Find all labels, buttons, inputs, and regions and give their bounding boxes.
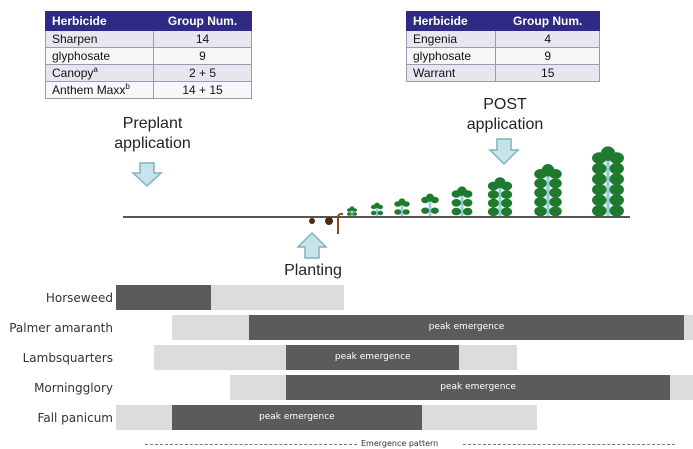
emergence-pattern-label: Emergence pattern <box>361 439 439 448</box>
plant-icon <box>592 146 624 217</box>
weed-label: Lambsquarters <box>22 351 113 365</box>
plant-icon <box>487 177 513 217</box>
crop-growth-stages <box>347 146 624 217</box>
herbicide-name: Warrant <box>405 64 497 82</box>
table-row: glyphosate 9 <box>405 47 600 65</box>
peak-emergence-label: peak emergence <box>334 352 411 362</box>
peak-emergence-bar <box>116 285 212 310</box>
dashed-line-left <box>145 444 357 445</box>
peak-emergence-bar: peak emergence <box>248 315 685 340</box>
group-number: 14 + 15 <box>153 81 252 99</box>
weed-label: Fall panicum <box>37 411 113 425</box>
post-down-arrow-icon <box>488 138 520 166</box>
preplant-down-arrow-icon <box>131 162 163 188</box>
post-application-label: POST application <box>466 96 544 133</box>
preplant-herbicide-table: Herbicide Group Num. Sharpen 14 glyphosa… <box>44 11 252 99</box>
weed-label: Horseweed <box>45 291 113 305</box>
planting-up-arrow-icon <box>296 231 328 259</box>
seed-icon <box>325 217 333 225</box>
peak-emergence-label: peak emergence <box>440 382 516 392</box>
plant-icon <box>347 206 357 216</box>
crop-timeline-illustration <box>123 138 630 259</box>
herbicide-name: Canopya <box>44 64 155 82</box>
plant-icon <box>421 193 439 216</box>
dashed-line-right <box>463 444 675 445</box>
group-number-column-header: Group Num. <box>495 11 600 31</box>
herbicide-column-header: Herbicide <box>44 11 155 31</box>
table-header-row: Herbicide Group Num. <box>405 11 600 31</box>
herbicide-name: Anthem Maxxb <box>44 81 155 99</box>
group-number-column-header: Group Num. <box>153 11 252 31</box>
plant-icon <box>370 202 384 216</box>
group-number: 9 <box>153 47 252 65</box>
seed-icon <box>309 218 315 224</box>
peak-emergence-bar: peak emergence <box>286 375 670 400</box>
weed-label: Morningglory <box>34 381 113 395</box>
herbicide-name: glyphosate <box>44 47 155 65</box>
footnote-marker: a <box>93 65 98 74</box>
peak-emergence-bar: peak emergence <box>286 345 460 370</box>
plant-icon <box>534 164 562 217</box>
peak-emergence-label: peak emergence <box>428 322 505 332</box>
planting-label: Planting <box>284 262 342 279</box>
group-number: 15 <box>495 64 600 82</box>
peak-emergence-bar: peak emergence <box>171 405 422 430</box>
table-row: Canopya 2 + 5 <box>44 64 252 82</box>
sprout-icon <box>337 212 344 234</box>
herbicide-name: glyphosate <box>405 47 497 65</box>
footnote-marker: b <box>125 82 130 91</box>
plant-icon <box>451 186 473 216</box>
herbicide-column-header: Herbicide <box>405 11 497 31</box>
emergence-pattern-axis: Emergence pattern <box>145 439 675 449</box>
preplant-application-label: Preplant application <box>114 115 191 152</box>
post-herbicide-table: Herbicide Group Num. Engenia 4 glyphosat… <box>405 11 600 82</box>
table-row: Anthem Maxxb 14 + 15 <box>44 81 252 99</box>
plant-icon <box>394 198 410 216</box>
herbicide-name: Sharpen <box>44 30 155 48</box>
peak-emergence-label: peak emergence <box>259 412 335 422</box>
weed-label: Palmer amaranth <box>9 321 113 335</box>
table-header-row: Herbicide Group Num. <box>44 11 252 31</box>
table-row: Warrant 15 <box>405 64 600 82</box>
table-row: glyphosate 9 <box>44 47 252 65</box>
table-row: Sharpen 14 <box>44 30 252 48</box>
